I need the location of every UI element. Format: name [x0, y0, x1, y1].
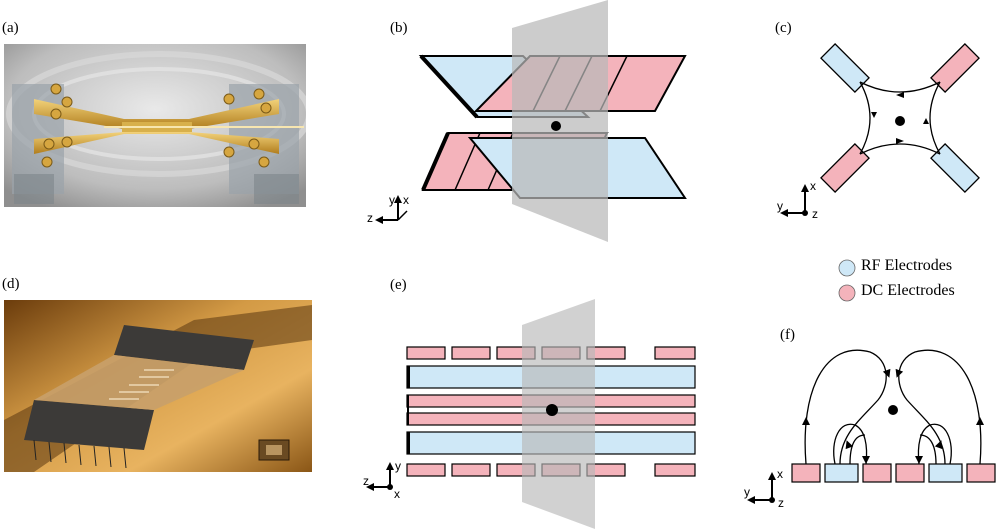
diagram-surface-trap: y z x: [363, 299, 696, 529]
panel-label-a: (a): [2, 20, 19, 36]
field-lines-f: [804, 349, 982, 465]
dc-electrode-f-2: [862, 463, 892, 483]
legend-rf-swatch: [838, 259, 856, 277]
photo-3d-trap: [4, 44, 306, 207]
axes-f: x y z: [744, 467, 784, 510]
axis-label-e-h: z: [363, 474, 369, 488]
trapped-ion: [895, 116, 905, 126]
cross-section-plane: [512, 0, 608, 242]
dc-electrode-f-4: [966, 463, 996, 483]
trapped-ion: [551, 121, 561, 131]
axes-b: y z x: [367, 193, 409, 225]
legend-dc-label: DC Electrodes: [861, 282, 955, 299]
axis-label-b-o: x: [403, 193, 409, 207]
field-lines-c: [859, 81, 941, 155]
panel-label-c: (c): [775, 20, 792, 36]
dc-electrode-f-1: [791, 463, 821, 483]
axis-label-c-h: y: [777, 199, 783, 213]
photo-surface-trap-image: [4, 300, 312, 472]
photo-surface-trap: [4, 300, 312, 472]
panel-label-e: (e): [390, 277, 407, 293]
panel-label-b: (b): [390, 20, 408, 36]
legend-swatches: [838, 259, 856, 302]
diagram-surface-cross-section: x y z: [744, 349, 996, 510]
axis-label-b-v: y: [389, 193, 395, 207]
diagram-radial-cross-section: x y z: [777, 43, 980, 221]
photo-3d-trap-image: [4, 44, 306, 207]
diagram-3d-trap: y z x: [367, 0, 687, 242]
trapped-ion: [546, 404, 558, 416]
trapped-ion: [888, 405, 898, 415]
axis-label-e-o: x: [394, 487, 400, 501]
axis-label-e-v: y: [395, 459, 401, 473]
dc-electrode-f-3: [895, 463, 925, 483]
rf-electrode-f-2: [928, 463, 963, 483]
axis-label-f-h: y: [744, 485, 750, 499]
legend-rf-label: RF Electrodes: [861, 257, 953, 274]
axes-c: x y z: [777, 179, 818, 221]
cross-section-plane: [522, 299, 595, 529]
panel-label-d: (d): [2, 276, 20, 292]
rf-electrode-f-1: [824, 463, 859, 483]
axis-label-f-o: z: [778, 496, 784, 510]
axis-label-c-v: x: [810, 179, 816, 193]
legend: RF Electrodes DC Electrodes: [837, 256, 987, 306]
axis-label-f-v: x: [777, 467, 783, 481]
axis-label-c-o: z: [812, 207, 818, 221]
legend-dc-swatch: [838, 284, 856, 302]
panel-label-f: (f): [780, 327, 795, 343]
axes-e: y z x: [363, 459, 401, 501]
axis-label-b-h: z: [367, 211, 373, 225]
